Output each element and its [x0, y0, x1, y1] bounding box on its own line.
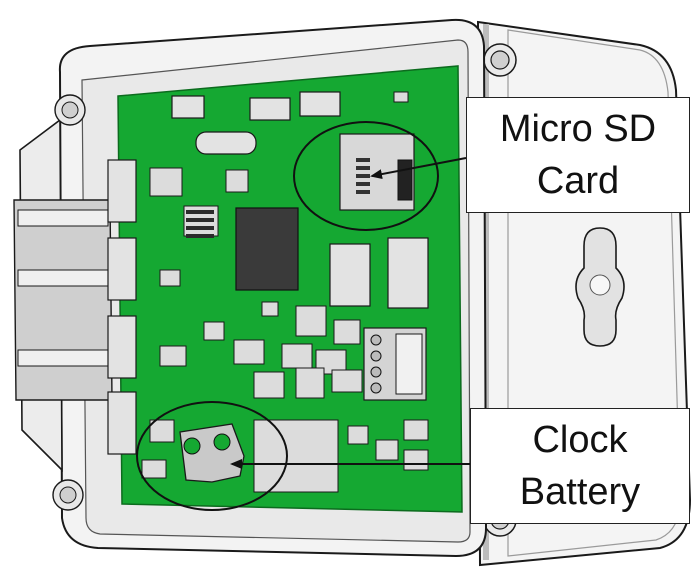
top-connectors — [171, 91, 341, 155]
side-connectors — [107, 159, 137, 455]
clock-battery-highlight — [136, 401, 288, 511]
micro-sd-callout-line2: Card — [536, 160, 620, 202]
clock-battery-callout-line2: Battery — [519, 471, 641, 513]
coin-cell-holder — [179, 423, 245, 483]
clock-battery-callout-line1: Clock — [532, 419, 628, 461]
micro-sd-callout-line1: Micro SD — [499, 108, 657, 150]
micro-sd-callout: Micro SD Card — [466, 97, 690, 213]
keyhole-slot-icon — [575, 227, 625, 347]
processor-chip — [235, 207, 299, 291]
micro-sd-slot — [339, 133, 415, 211]
arrow-icon — [370, 157, 467, 180]
terminal-block — [363, 327, 427, 401]
clock-battery-callout: Clock Battery — [470, 408, 690, 524]
components — [141, 91, 429, 493]
micro-sd-highlight — [293, 121, 439, 231]
